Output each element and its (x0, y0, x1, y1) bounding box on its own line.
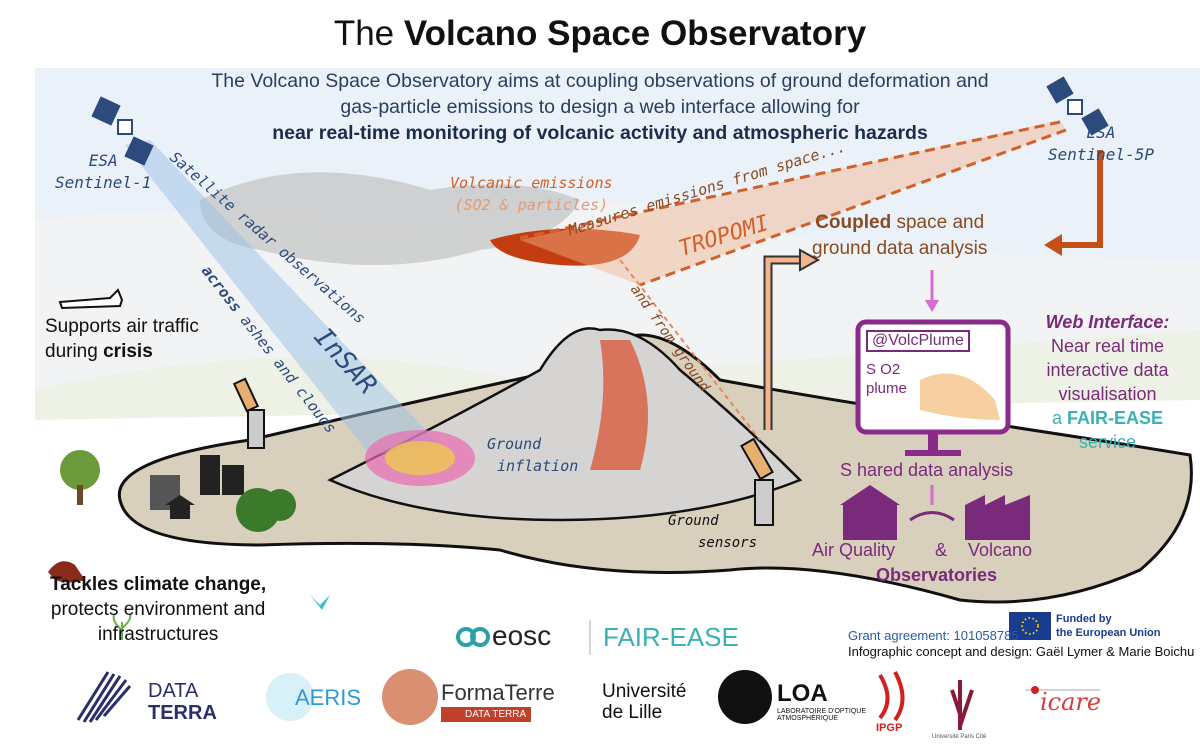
icare-logo: icare (1040, 688, 1102, 716)
observatories-label: Observatories (876, 565, 998, 585)
tropomi-beam (520, 120, 1066, 285)
intro-text: The Volcano Space Observatory aims at co… (100, 68, 1100, 146)
eu-flag-icon (1009, 612, 1051, 640)
lava-flow (590, 340, 648, 470)
sentinel-1-satellite-icon (91, 96, 154, 166)
air-quality-label: Air Quality (812, 540, 896, 560)
space-data-arrow (1060, 150, 1103, 248)
city-buildings-icon (150, 455, 244, 519)
volcplume-tag: @VolcPlume (866, 330, 970, 352)
butterfly-icon (310, 595, 330, 610)
web-interface-label: Web Interface: Near real time interactiv… (1045, 312, 1170, 452)
eosc-logo: eosc (492, 620, 552, 651)
sprout-icon (112, 613, 132, 640)
ground-sensor-icon (740, 437, 774, 526)
partner-logo-shapes (76, 669, 1100, 730)
sentinel-5p-satellite-icon (1046, 76, 1109, 136)
eosc-logo-icon (456, 627, 490, 647)
bird-icon (48, 561, 85, 583)
ash-cloud (200, 172, 580, 265)
coupled-analysis-label: Coupled space and ground data analysis (812, 212, 988, 259)
page-title: The Volcano Space Observatory (333, 14, 867, 53)
fair-ease-logo: FAIR-EASE (603, 622, 739, 652)
trees-icon (60, 450, 296, 532)
ground-data-arrow (765, 257, 800, 430)
ipgp-logo: IPGP (876, 722, 903, 734)
radar-beam (125, 140, 440, 455)
aeris-logo: AERIS (295, 685, 362, 710)
universite-paris-cite-logo: Université Paris Cité (932, 734, 987, 740)
intro-highlight: near real-time monitoring of volcanic ac… (272, 122, 928, 144)
intro-line: The Volcano Space Observatory aims at co… (211, 70, 989, 92)
airplane-icon (58, 288, 124, 310)
shared-analysis-label: S hared data analysis (840, 460, 1014, 480)
intro-line: gas-particle emissions to design a web i… (340, 96, 860, 118)
grant-agreement: Grant agreement: 101058785 (848, 628, 1019, 643)
formaterre-logo: FormaTerre DATA TERRA (441, 680, 555, 720)
climate-label: Tackles climate change, protects environ… (50, 574, 267, 645)
credits: Infographic concept and design: Gaël Lym… (848, 644, 1195, 659)
ground-sensor-2-icon (232, 377, 265, 449)
volcanic-emissions-label: Volcanic emissions(SO2 & particles) (450, 174, 613, 214)
loa-logo: LOA LABORATOIRE D'OPTIQUE ATMOSPHÉRIQUE (777, 680, 866, 722)
volcano-observatory-factory-icon (965, 495, 1030, 540)
volcano-label: Volcano (968, 540, 1033, 560)
air-quality-building-icon (840, 485, 900, 540)
ampersand: & (935, 540, 948, 560)
